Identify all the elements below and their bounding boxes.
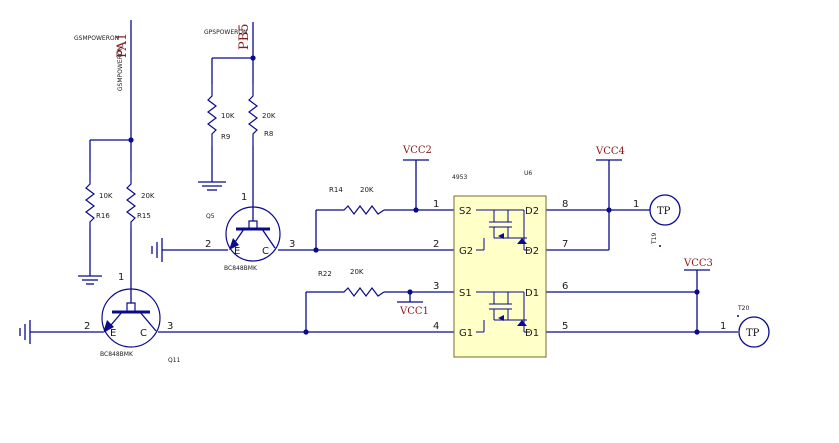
junction-dot [413, 207, 419, 213]
pin-number: 4 [433, 321, 439, 332]
pin-numbers: 1 2 3 4 8 7 6 5 2 3 1 2 3 1 1 1 [84, 192, 726, 332]
pin-number: 5 [562, 321, 568, 332]
resistor-r15-value: 20K [141, 192, 155, 200]
test-point-t19[interactable]: TP T19 [649, 194, 681, 247]
junction-dot [303, 329, 309, 335]
resistor-r8-value: 20K [262, 112, 276, 120]
q11-part: BC848BMK [100, 351, 134, 358]
vcc2-label: VCC2 [402, 145, 432, 156]
q11-ref: Q11 [168, 357, 181, 364]
test-point-t19-label: TP [657, 206, 671, 217]
resistor-r9-value: 10K [221, 112, 235, 120]
ic-pin-d2-top: D2 [525, 206, 539, 217]
net-label-pa1-group: PA1 GSMPOWERON GSMPOWERON [74, 33, 130, 91]
resistor-r14-ref: R14 [329, 186, 343, 194]
ground-symbol-q5 [151, 238, 163, 262]
resistor-r16-value: 10K [99, 192, 113, 200]
q5-ref: Q5 [206, 213, 215, 220]
junction-dot [694, 289, 700, 295]
test-point-t19-ref: T19 [651, 233, 658, 245]
ic-pin-d2-bottom: D2 [525, 246, 539, 257]
pin-number: 7 [562, 239, 568, 250]
power-vcc1: VCC1 [397, 301, 429, 317]
pin-number: 3 [433, 281, 439, 292]
pin-number: 3 [167, 321, 173, 332]
power-vcc4: VCC4 [595, 146, 625, 161]
ground-symbol-r9 [198, 181, 226, 191]
pin-number: 1 [241, 192, 247, 203]
ground-symbol-r16 [78, 275, 102, 285]
test-point-t20[interactable]: TP T20 [737, 305, 770, 348]
transistor-q11[interactable]: E C BC848BMK Q11 [100, 288, 181, 364]
resistor-r22[interactable]: R22 20K [318, 268, 385, 297]
junction-dot [694, 329, 700, 335]
net-label-gsm-power: GSMPOWERON [117, 46, 124, 91]
ic-pin-d1-top: D1 [525, 288, 539, 299]
ic-pin-d1-bottom: D1 [525, 328, 539, 339]
mosfet-lower [476, 291, 530, 333]
pin-number: 3 [289, 239, 295, 250]
ic-pin-g2: G2 [459, 246, 473, 257]
mosfet-upper [476, 209, 530, 251]
power-vcc2: VCC2 [402, 145, 432, 161]
resistor-r9[interactable]: 10K R9 [207, 84, 235, 146]
net-label-gsm-power-horizontal: GSMPOWERON [74, 35, 119, 42]
power-vcc3: VCC3 [683, 258, 713, 271]
ic-part-number: 4953 [452, 174, 467, 181]
vcc3-label: VCC3 [683, 258, 713, 269]
net-label-pb5-group: PB5 GPSPOWERON [204, 23, 252, 50]
resistor-r16[interactable]: 10K R16 [85, 172, 113, 228]
pin-number: 2 [205, 239, 211, 250]
net-label-pb5: PB5 [237, 23, 252, 50]
resistor-r22-value: 20K [350, 268, 364, 276]
transistor-q5[interactable]: E C Q5 BC848BMK [206, 206, 281, 272]
resistor-r14[interactable]: R14 20K [329, 186, 385, 215]
pin-number: 1 [433, 199, 439, 210]
pin-number: 1 [633, 199, 639, 210]
ground-symbol-q11 [19, 320, 31, 344]
resistor-r14-value: 20K [360, 186, 374, 194]
q5-emitter-label: E [234, 246, 240, 257]
junction-dot [250, 55, 256, 61]
resistor-r8[interactable]: 20K R8 [248, 84, 276, 146]
pin-number: 2 [84, 321, 90, 332]
pin-number: 2 [433, 239, 439, 250]
resistor-r15[interactable]: 20K R15 [126, 172, 155, 228]
vcc4-label: VCC4 [595, 146, 625, 157]
pin-number: 6 [562, 281, 568, 292]
ic-ref: U6 [524, 170, 532, 177]
ic-u6[interactable]: S2 G2 S1 G1 D2 D2 D1 D1 4953 U6 [452, 170, 547, 358]
ic-pin-g1: G1 [459, 328, 473, 339]
junction-dot [313, 247, 319, 253]
resistor-r8-ref: R8 [264, 130, 273, 138]
ic-pin-s1: S1 [459, 288, 472, 299]
pin-number: 8 [562, 199, 568, 210]
q5-collector-label: C [262, 246, 269, 257]
resistor-r15-ref: R15 [137, 212, 151, 220]
junction-dot [606, 207, 612, 213]
resistor-r9-ref: R9 [221, 133, 230, 141]
vcc1-label: VCC1 [399, 306, 429, 317]
junction-dot [407, 289, 413, 295]
q11-emitter-label: E [110, 328, 116, 339]
junction-dot [128, 137, 134, 143]
test-point-t20-ref: T20 [737, 305, 749, 312]
pin-number: 1 [118, 272, 124, 283]
junctions [128, 55, 700, 335]
pin-number: 1 [720, 321, 726, 332]
q11-collector-label: C [140, 328, 147, 339]
test-point-t20-label: TP [746, 328, 760, 339]
net-label-pa1: PA1 [115, 33, 130, 58]
resistor-r22-ref: R22 [318, 270, 332, 278]
ic-pin-s2: S2 [459, 206, 472, 217]
resistor-r16-ref: R16 [96, 212, 110, 220]
wires [30, 20, 738, 333]
q5-part: BC848BMK [224, 265, 258, 272]
net-label-gps-power: GPSPOWERON [204, 29, 248, 36]
